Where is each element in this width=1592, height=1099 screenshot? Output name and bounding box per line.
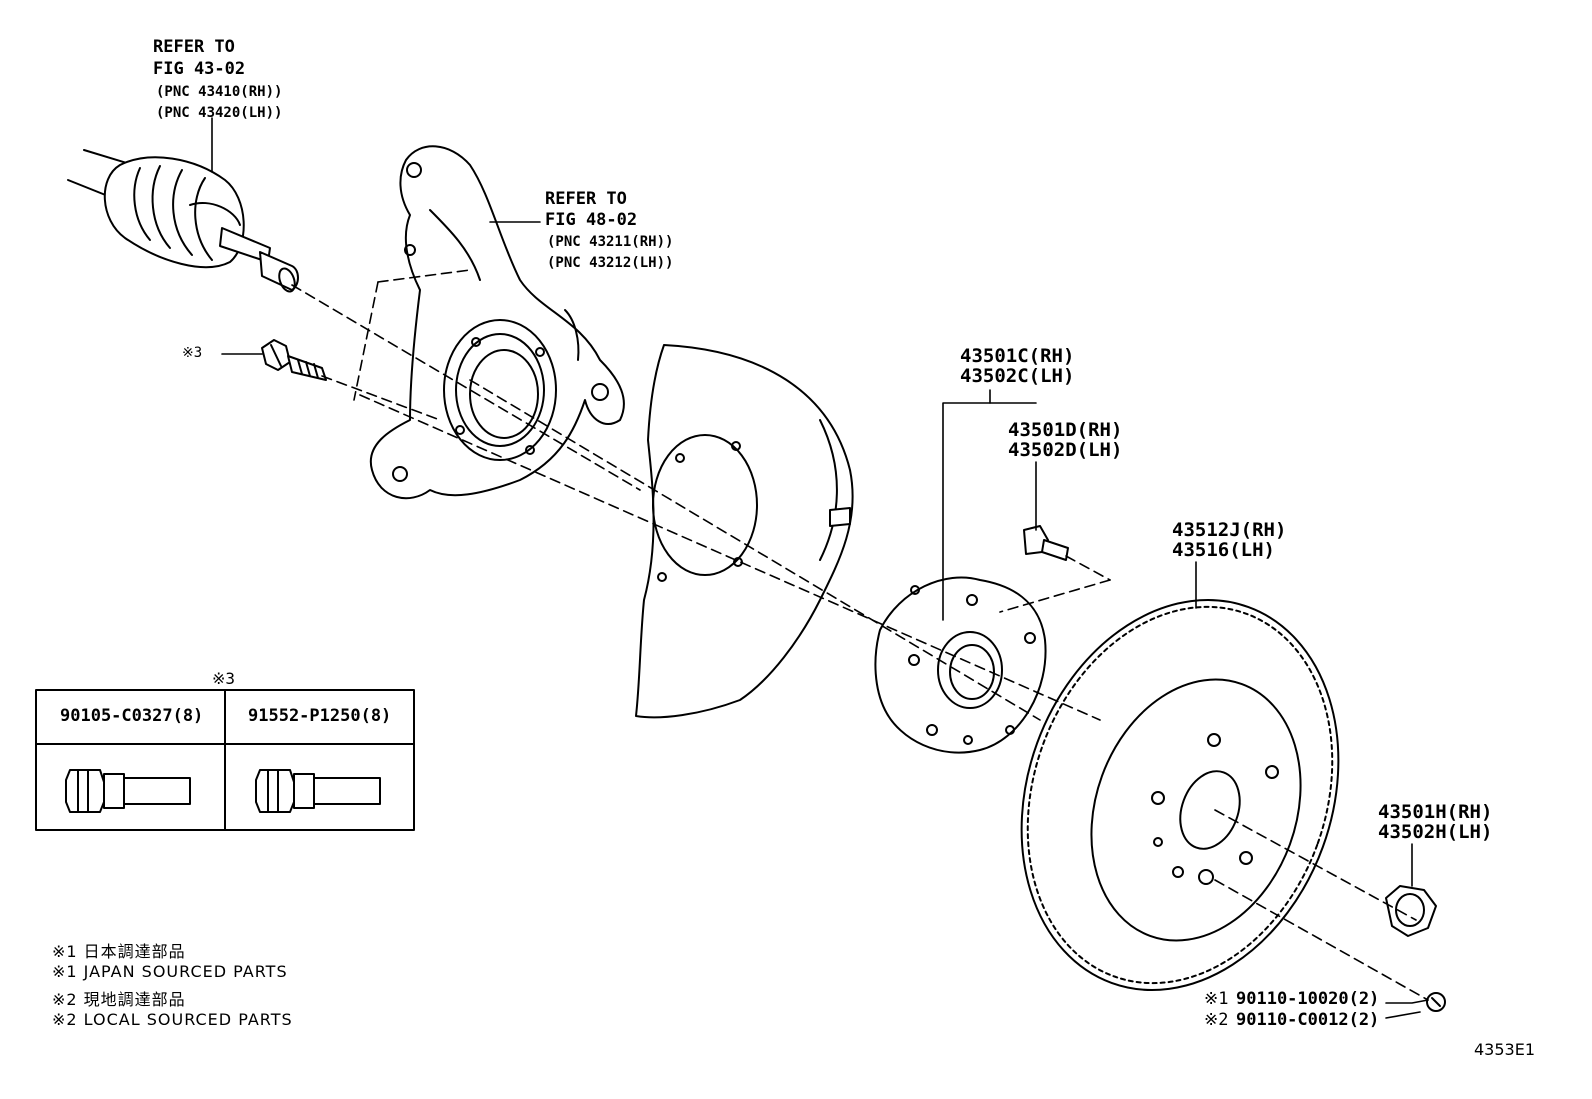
- hub-bolt-illustration: [1023, 525, 1069, 561]
- driveshaft-ref-line2: FIG 43-02: [153, 59, 246, 79]
- nut-rh-label: 43501H(RH): [1378, 801, 1493, 823]
- knuckle-ref-line3: (PNC 43211(RH)): [547, 234, 674, 250]
- screw2-part-label: 90110-C0012(2): [1236, 1010, 1380, 1030]
- table-col1-part: 90105-C0327(8): [60, 706, 204, 726]
- driveshaft-ref-line1: REFER TO: [153, 37, 235, 57]
- disc-rotor-illustration: [1020, 599, 1340, 991]
- screw1-mark: ※1: [1204, 989, 1229, 1009]
- bolt-mark-label: ※3: [182, 345, 203, 361]
- hub-bolt-lh-label: 43502D(LH): [1008, 439, 1123, 461]
- hub-assy-lh-label: 43502C(LH): [960, 365, 1075, 387]
- disc-rh-label: 43512J(RH): [1172, 519, 1287, 541]
- assembly-axis-lines: [291, 269, 1429, 1001]
- knuckle-ref-line4: (PNC 43212(LH)): [547, 255, 674, 271]
- knuckle-bolt-illustration: [261, 339, 327, 381]
- hub-bolt-rh-label: 43501D(RH): [1008, 419, 1123, 441]
- figure-id: 4353E1: [1474, 1040, 1536, 1059]
- legend-line-2: ※1 JAPAN SOURCED PARTS: [52, 962, 288, 981]
- dust-cover-illustration: [635, 344, 854, 719]
- legend-line-3: ※2 現地調達部品: [52, 990, 186, 1009]
- screw-illustration: [1426, 992, 1446, 1012]
- legend-line-4: ※2 LOCAL SOURCED PARTS: [52, 1010, 293, 1029]
- table-mark-label: ※3: [212, 669, 236, 688]
- lock-nut-illustration: [1385, 885, 1437, 937]
- nut-lh-label: 43502H(LH): [1378, 821, 1493, 843]
- hub-bearing-illustration: [874, 576, 1047, 754]
- knuckle-ref-line1: REFER TO: [545, 189, 627, 209]
- driveshaft-ref-line3: (PNC 43410(RH)): [156, 84, 283, 100]
- bolt-variant-table: [35, 689, 415, 831]
- hub-assy-rh-label: 43501C(RH): [960, 345, 1075, 367]
- knuckle-ref-line2: FIG 48-02: [545, 210, 638, 230]
- screw1-part-label: 90110-10020(2): [1236, 989, 1380, 1009]
- disc-lh-label: 43516(LH): [1172, 539, 1275, 561]
- legend-line-1: ※1 日本調達部品: [52, 942, 186, 961]
- leader-lines: [211, 117, 1429, 1019]
- drive-shaft-illustration: [67, 149, 299, 293]
- steering-knuckle-illustration: [369, 145, 625, 500]
- driveshaft-ref-line4: (PNC 43420(LH)): [156, 105, 283, 121]
- screw2-mark: ※2: [1204, 1010, 1229, 1030]
- table-col2-part: 91552-P1250(8): [248, 706, 392, 726]
